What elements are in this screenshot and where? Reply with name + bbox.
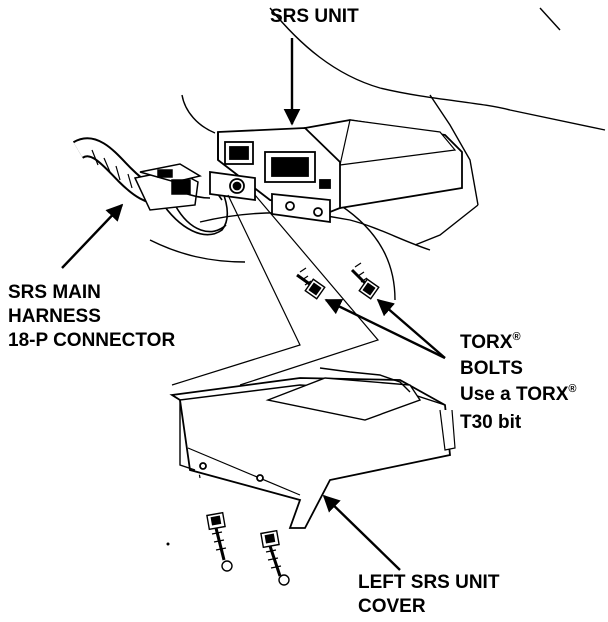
left-srs-unit-cover — [169, 367, 456, 529]
cover-arrow — [322, 494, 401, 571]
torx-arrow-right — [376, 298, 446, 359]
torx-word: TORX — [460, 332, 513, 353]
callout-arrows — [61, 38, 446, 571]
torx-bolt-upper-right — [350, 262, 380, 300]
torx-label-line2: BOLTS — [460, 358, 523, 379]
torx-registered-mark-2: ® — [568, 383, 576, 395]
use-a-torx-text: Use a TORX — [460, 384, 569, 405]
connector-label-line2: HARNESS — [8, 306, 101, 327]
torx-arrow-left — [324, 298, 446, 360]
stray-dot — [166, 542, 170, 546]
connector-arrow — [61, 203, 124, 269]
torx-label-line4: T30 bit — [460, 412, 522, 433]
dashboard-outline — [149, 7, 606, 301]
cover-label-line1: LEFT SRS UNIT — [358, 572, 500, 593]
torx-registered-mark: ® — [512, 331, 520, 343]
lower-bolt-left — [206, 511, 233, 572]
connector-18p — [133, 163, 211, 211]
cover-label-line2: COVER — [358, 596, 426, 617]
srs-unit-box — [209, 119, 463, 224]
connector-label-line1: SRS MAIN — [8, 282, 101, 303]
connector-label-line3: 18-P CONNECTOR — [8, 330, 175, 351]
torx-label-line1: TORX® — [460, 331, 521, 353]
torx-label-line3: Use a TORX® — [460, 383, 577, 405]
srs-unit-label: SRS UNIT — [270, 6, 359, 27]
lower-bolt-right — [260, 529, 290, 586]
torx-bolt-upper-left — [296, 267, 326, 300]
